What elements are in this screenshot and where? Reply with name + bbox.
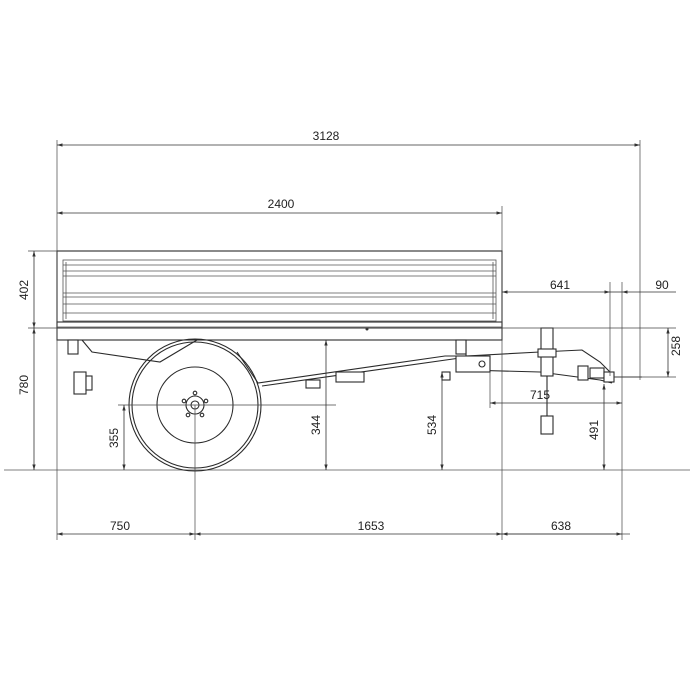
dim-body-height: 402 <box>17 280 31 300</box>
dim-overall-length: 3128 <box>313 129 340 143</box>
dim-drawbar-length: 715 <box>530 388 550 402</box>
dim-drawbar-offset: 641 <box>550 278 570 292</box>
chassis-frame <box>67 339 613 395</box>
dim-jockey-wheel-height: 491 <box>587 420 601 440</box>
dim-axle-to-ground: 344 <box>309 415 323 435</box>
dim-axle-to-front: 1653 <box>358 519 385 533</box>
dim-wheel-center-height: 355 <box>107 428 121 448</box>
dim-front-extension: 638 <box>551 519 571 533</box>
extension-lines <box>28 140 676 540</box>
jockey-wheel <box>537 327 557 435</box>
dimension-lines <box>32 143 676 536</box>
dim-front-support-height: 534 <box>425 415 439 435</box>
dim-coupling-drop: 258 <box>669 336 683 356</box>
dim-hitch-length: 90 <box>655 278 669 292</box>
dim-rear-overhang: 750 <box>110 519 130 533</box>
cargo-box <box>56 250 503 341</box>
dim-overall-height: 780 <box>17 375 31 395</box>
dim-body-length: 2400 <box>268 197 295 211</box>
